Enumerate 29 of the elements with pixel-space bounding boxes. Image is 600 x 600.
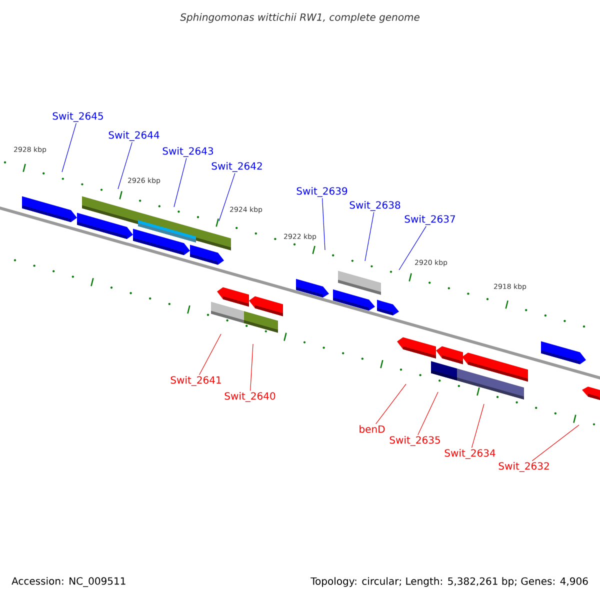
gene-label: Swit_2632 bbox=[498, 462, 549, 472]
gene-label: Swit_2644 bbox=[108, 131, 160, 141]
gene-label: Swit_2643 bbox=[162, 147, 214, 157]
leader-line bbox=[532, 424, 580, 462]
gene-label: Swit_2635 bbox=[390, 436, 440, 446]
leader-line bbox=[198, 334, 222, 376]
genome-info-text: Topology: circular; Length: 5,382,261 bp; Genes: 4,906 bbox=[310, 577, 588, 587]
gene-label: Swit_2637 bbox=[404, 215, 455, 225]
leader-line bbox=[62, 122, 76, 172]
leader-line bbox=[174, 158, 187, 208]
gene-label: Swit_2641 bbox=[170, 376, 221, 386]
leader-line bbox=[218, 172, 236, 222]
leader-line bbox=[398, 226, 426, 270]
gene-label: Swit_2642 bbox=[212, 162, 262, 172]
leader-line bbox=[471, 404, 484, 448]
leader-line bbox=[250, 344, 254, 392]
title: Sphingomonas wittichii RW1, complete genome bbox=[180, 13, 420, 23]
leader-line bbox=[322, 198, 326, 250]
leader-line bbox=[118, 142, 132, 190]
gene-label: Swit_2640 bbox=[224, 392, 276, 402]
gene-label: Swit_2634 bbox=[444, 449, 496, 459]
gene-label: Swit_2645 bbox=[52, 112, 103, 122]
gene-label: benD bbox=[360, 425, 385, 433]
leader-line bbox=[376, 384, 406, 424]
accession-text: Accession: NC_009511 bbox=[12, 577, 126, 587]
gene-label: Swit_2638 bbox=[350, 201, 400, 211]
gene-label: Swit_2639 bbox=[296, 187, 348, 197]
leader-line bbox=[364, 212, 374, 262]
leader-line bbox=[418, 392, 438, 436]
